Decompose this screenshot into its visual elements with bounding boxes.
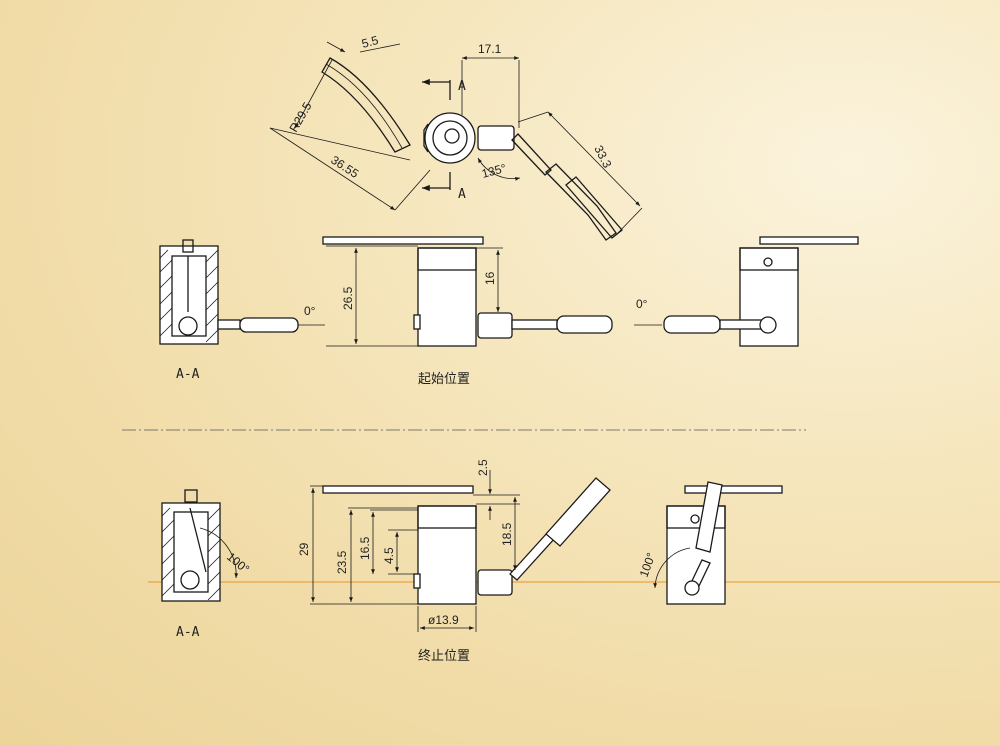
end-dim-2-5: 2.5 [476, 459, 490, 476]
dim-5-5: 5.5 [360, 33, 380, 51]
end-section-view [161, 489, 239, 602]
start-caption: 起始位置 [418, 372, 470, 387]
section-a-top: A [458, 79, 466, 94]
start-side-view [634, 236, 859, 347]
end-caption: 终止位置 [418, 648, 470, 664]
start-dim-16: 16 [483, 271, 497, 285]
dim-radius: R29.5 [286, 99, 314, 134]
dim-33-3: 33.3 [591, 143, 614, 170]
end-dim-16-5: 16.5 [358, 536, 372, 560]
end-dim-23-5: 23.5 [335, 550, 349, 574]
start-section-label: A-A [176, 367, 200, 382]
end-section-label: A-A [176, 625, 200, 640]
dim-17-1: 17.1 [478, 42, 502, 56]
dim-angle: 135° [480, 161, 508, 181]
start-angle-left: 0° [304, 304, 316, 318]
start-front-view [322, 236, 613, 347]
section-a-bottom: A [458, 187, 466, 202]
start-angle-right: 0° [636, 297, 648, 311]
end-angle-left: 100° [224, 550, 252, 577]
end-dim-18-5: 18.5 [500, 522, 514, 546]
end-dim-4-5: 4.5 [382, 547, 396, 564]
top-view: 5.5 R29.5 36.55 17.1 33.3 135° A A [269, 33, 643, 241]
end-angle-right: 100° [637, 551, 659, 579]
start-dim-26-5: 26.5 [341, 286, 355, 310]
end-dim-29: 29 [297, 542, 311, 556]
start-section-view [159, 239, 325, 345]
end-side-view [653, 481, 783, 605]
end-dim-diameter: ø13.9 [428, 613, 459, 627]
curved-handle [321, 57, 411, 153]
hub [424, 112, 476, 164]
end-front-view [310, 470, 611, 632]
connector-block [477, 125, 515, 151]
